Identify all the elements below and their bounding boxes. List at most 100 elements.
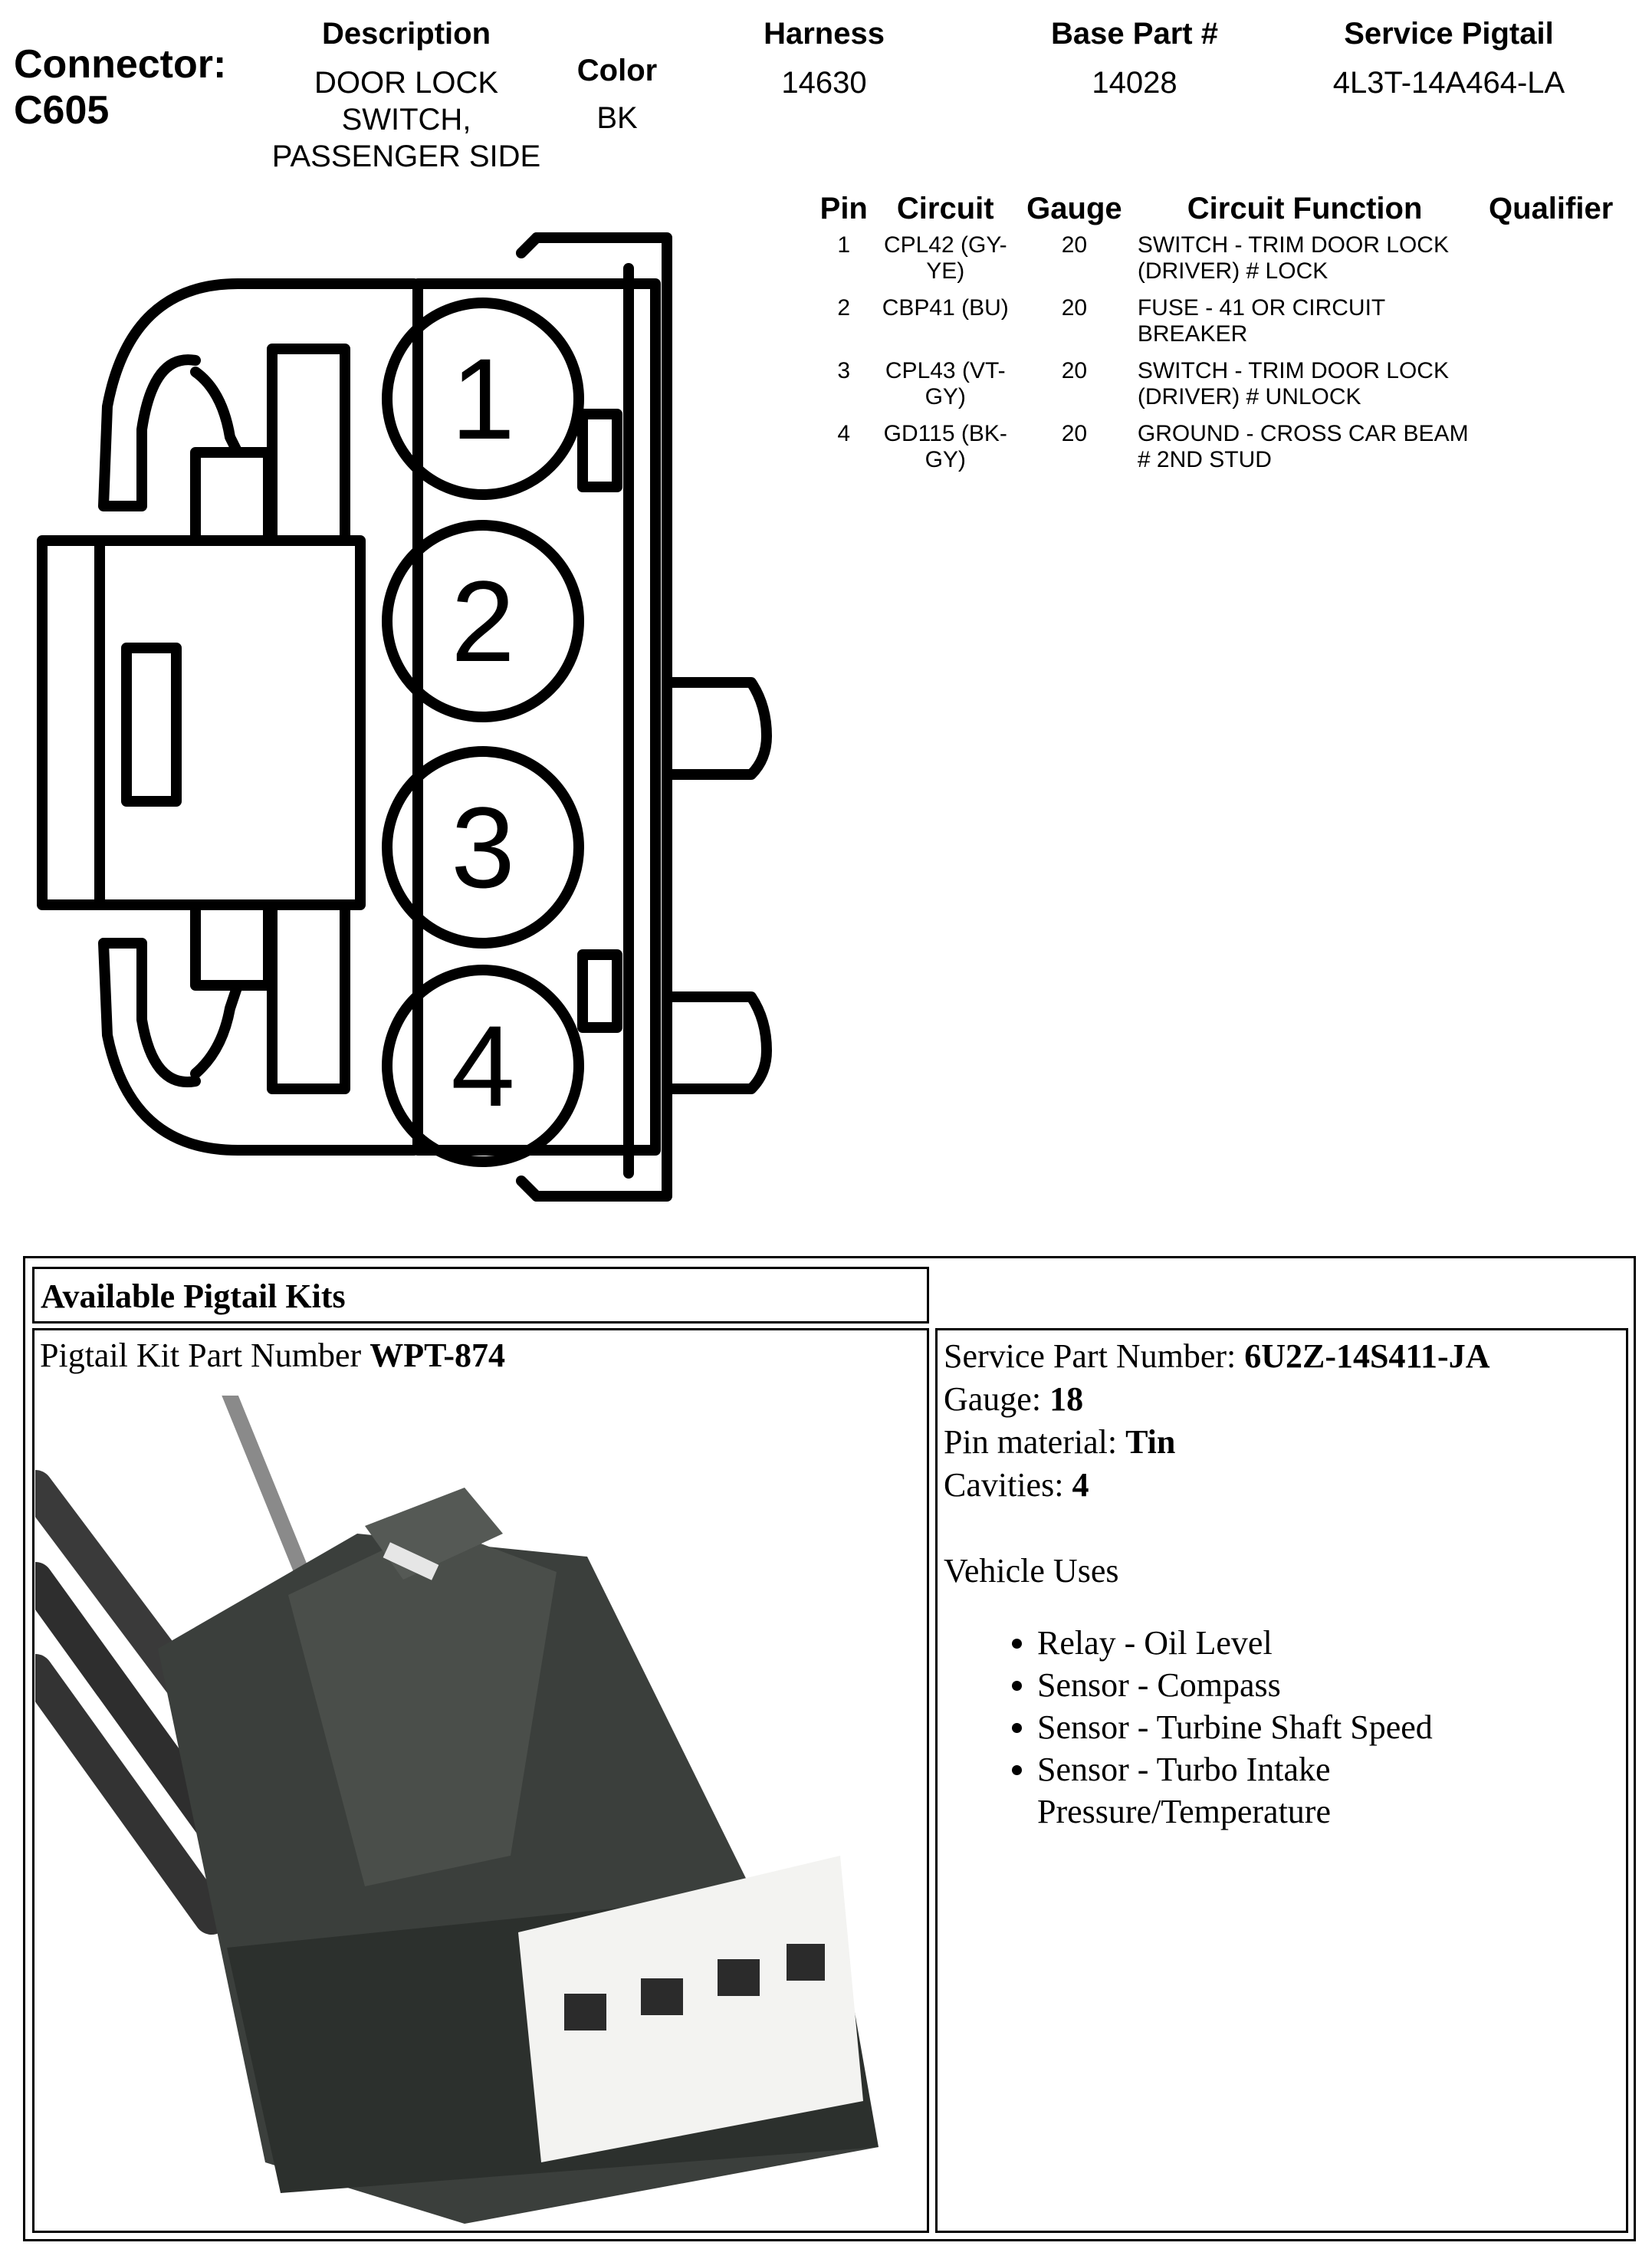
top-post-left <box>190 447 274 546</box>
cavities-value: 4 <box>1072 1466 1089 1504</box>
harness-value: 14630 <box>781 66 867 100</box>
connector-heading: Connector: C605 <box>14 41 226 133</box>
table-row: 4 GD115 (BK-GY) 20 GROUND - CROSS CAR BE… <box>813 421 1625 484</box>
table-row: 1 CPL42 (GY-YE) 20 SWITCH - TRIM DOOR LO… <box>813 232 1625 295</box>
gauge-cell: 20 <box>1061 421 1088 446</box>
connector-latch <box>288 1526 557 1886</box>
qualifier-cell <box>1476 421 1625 484</box>
function-cell: SWITCH - TRIM DOOR LOCK (DRIVER) # UNLOC… <box>1137 358 1449 409</box>
col-pin: Pin <box>819 192 868 225</box>
base-part-title: Base Part # <box>1051 17 1218 51</box>
key-block <box>577 949 622 1033</box>
pin-circle-2 <box>382 520 584 722</box>
gauge-line: Gauge: 18 <box>944 1378 1620 1421</box>
pin-circle-1 <box>382 298 584 500</box>
description-title: Description <box>321 17 491 51</box>
circuit-cell: CPL42 (GY-YE) <box>883 232 1007 284</box>
bottom-hook <box>190 980 243 1079</box>
service-part-value: 6U2Z-14S411-JA <box>1244 1337 1490 1375</box>
pin-label-1: 1 <box>451 334 514 463</box>
service-pigtail-title: Service Pigtail <box>1344 17 1554 51</box>
table-row: 3 CPL43 (VT-GY) 20 SWITCH - TRIM DOOR LO… <box>813 358 1625 421</box>
description-value: DOOR LOCK SWITCH, PASSENGER SIDE <box>253 64 560 175</box>
qualifier-cell <box>1476 232 1625 295</box>
key-block <box>577 409 622 492</box>
housing-side-block <box>37 535 366 910</box>
list-item: Sensor - Turbine Shaft Speed <box>1037 1706 1620 1748</box>
housing-bottom-curve <box>98 938 419 1156</box>
vehicle-uses-label: Vehicle Uses <box>944 1552 1119 1590</box>
bottom-post-left <box>190 899 274 991</box>
connector-diagram: 1 2 3 4 <box>37 232 772 1202</box>
top-hook <box>190 367 243 458</box>
pin-material-label: Pin material: <box>944 1423 1126 1461</box>
pin-circle-3 <box>382 746 584 949</box>
color-value: BK <box>596 101 638 135</box>
col-circuit: Circuit <box>896 192 994 225</box>
function-cell: GROUND - CROSS CAR BEAM # 2ND STUD <box>1137 421 1469 472</box>
pin-cell: 4 <box>837 421 851 446</box>
description-line: DOOR LOCK <box>314 66 499 100</box>
bottom-post-right <box>267 899 350 1094</box>
service-pigtail-value: 4L3T-14A464-LA <box>1332 66 1565 100</box>
kit-part-number-value: WPT-874 <box>369 1337 506 1374</box>
col-gauge: Gauge <box>1026 192 1122 225</box>
description-line: PASSENGER SIDE <box>271 140 541 173</box>
rail-corner <box>516 1176 542 1202</box>
front-rail <box>531 232 672 1202</box>
table-row: 2 CBP41 (BU) 20 FUSE - 41 OR CIRCUIT BRE… <box>813 295 1625 358</box>
latch-slot <box>121 643 182 807</box>
cavity <box>787 1944 825 1981</box>
service-part-label: Service Part Number: <box>944 1337 1245 1375</box>
gauge-label: Gauge: <box>944 1380 1050 1418</box>
pin-label-3: 3 <box>451 783 514 912</box>
harness-title: Harness <box>764 17 885 51</box>
terminal-insert <box>518 1856 863 2162</box>
pigtail-connector-photo <box>35 1396 879 2224</box>
wire <box>222 1396 319 1603</box>
connector-id: C605 <box>14 88 110 133</box>
pin-label-2: 2 <box>451 557 514 686</box>
rail-corner <box>516 232 542 258</box>
list-item: Sensor - Turbo Intake Pressure/Temperatu… <box>1037 1748 1620 1833</box>
col-circuit-function: Circuit Function <box>1187 192 1423 225</box>
qualifier-cell <box>1476 295 1625 358</box>
gauge-value: 18 <box>1049 1380 1084 1418</box>
circuit-cell: CBP41 (BU) <box>882 295 1009 321</box>
pin-cell: 2 <box>837 295 851 321</box>
gauge-cell: 20 <box>1061 358 1088 383</box>
connector-label: Connector: <box>14 42 227 87</box>
gauge-cell: 20 <box>1061 295 1088 321</box>
wire <box>35 1654 229 1935</box>
pin-cell: 1 <box>837 232 851 258</box>
gauge-cell: 20 <box>1061 232 1088 258</box>
pigtail-kit-panel <box>23 1256 1636 2241</box>
cavities-line: Cavities: 4 <box>944 1464 1620 1507</box>
pin-material-value: Tin <box>1125 1423 1176 1461</box>
service-part-line: Service Part Number: 6U2Z-14S411-JA <box>944 1335 1620 1378</box>
vehicle-uses-list: Relay - Oil Level Sensor - Compass Senso… <box>944 1622 1620 1833</box>
pigtail-kit-details: Service Part Number: 6U2Z-14S411-JA Gaug… <box>935 1328 1628 2233</box>
pin-table: Pin Circuit Gauge Circuit Function Quali… <box>813 192 1625 484</box>
side-tab-upper <box>662 677 772 780</box>
cavities-label: Cavities: <box>944 1466 1072 1504</box>
kit-part-number-label: Pigtail Kit Part Number <box>40 1337 370 1374</box>
pigtail-kit-part-number: Pigtail Kit Part Number WPT-874 <box>40 1336 505 1375</box>
pin-material-line: Pin material: Tin <box>944 1421 1620 1464</box>
color-title: Color <box>576 54 658 87</box>
pin-table-header: Pin Circuit Gauge Circuit Function Quali… <box>813 192 1625 232</box>
base-part-value: 14028 <box>1092 66 1177 100</box>
circuit-cell: CPL43 (VT-GY) <box>885 358 1006 409</box>
list-item: Relay - Oil Level <box>1037 1622 1620 1664</box>
pin-label-4: 4 <box>451 1001 514 1130</box>
list-item: Sensor - Compass <box>1037 1664 1620 1706</box>
function-cell: SWITCH - TRIM DOOR LOCK (DRIVER) # LOCK <box>1137 232 1449 284</box>
col-qualifier: Qualifier <box>1489 192 1614 225</box>
qualifier-cell <box>1476 358 1625 421</box>
cavity <box>641 1978 683 2015</box>
side-tab-lower <box>662 991 772 1094</box>
housing-top-curve <box>98 278 419 511</box>
circuit-cell: GD115 (BK-GY) <box>883 421 1007 472</box>
top-post-right <box>267 344 350 546</box>
pigtail-kit-heading: Available Pigtail Kits <box>32 1267 929 1324</box>
